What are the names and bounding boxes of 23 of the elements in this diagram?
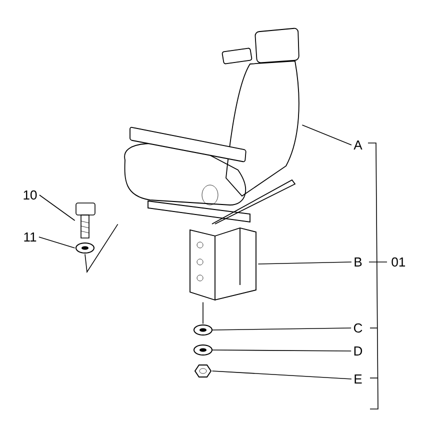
callout-label: E xyxy=(354,374,362,384)
washer-drawing xyxy=(194,324,212,336)
washer-drawing xyxy=(76,242,94,254)
callout-label: 01 xyxy=(392,257,406,267)
leader-line xyxy=(212,370,352,380)
callout-label: B xyxy=(354,258,362,266)
leader-line xyxy=(212,350,352,352)
leader-line xyxy=(258,262,352,264)
leader-line xyxy=(84,224,118,274)
callout-label: A xyxy=(354,140,362,150)
bolt-drawing xyxy=(76,202,96,238)
leader-line xyxy=(302,124,352,146)
callout-label: D xyxy=(354,346,362,356)
leader-line xyxy=(38,236,76,248)
seat-drawing xyxy=(124,28,300,224)
callout-label: 10 xyxy=(24,190,37,200)
callout-label: C xyxy=(354,323,362,333)
leader-line xyxy=(39,194,76,221)
callout-label: 11 xyxy=(24,232,36,242)
leader-line xyxy=(212,328,352,330)
bracket-drawing xyxy=(190,228,256,301)
washer-drawing xyxy=(194,344,212,356)
leader-line xyxy=(202,302,204,324)
